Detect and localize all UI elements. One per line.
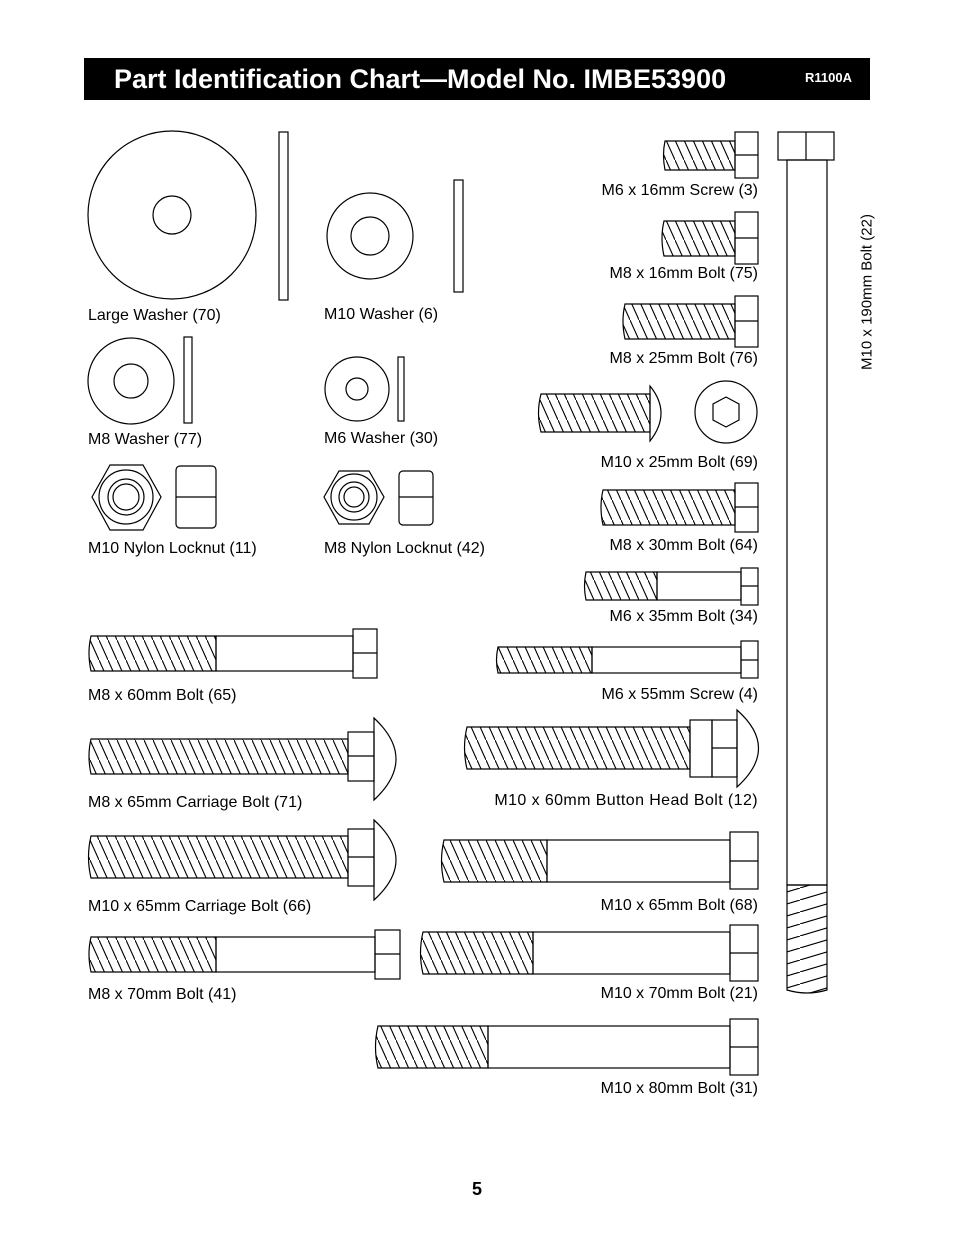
m8-locknut-drawing	[323, 470, 434, 526]
m6-16-screw-drawing	[662, 131, 759, 179]
m6-35-bolt-drawing	[583, 567, 759, 606]
large-washer-drawing	[87, 130, 289, 301]
m10-80-bolt-drawing	[374, 1018, 759, 1076]
m8-65-carriage-bolt-drawing	[88, 716, 397, 802]
m10-70-bolt-drawing	[419, 924, 759, 982]
m8-25-bolt-drawing	[622, 295, 759, 348]
label-m10-190-bolt: M10 x 190mm Bolt (22)	[858, 214, 876, 370]
label-m8-65-carriage-bolt: M8 x 65mm Carriage Bolt (71)	[88, 794, 303, 811]
label-m8-25-bolt: M8 x 25mm Bolt (76)	[609, 350, 758, 367]
label-m10-60-button-bolt: M10 x 60mm Button Head Bolt (12)	[494, 792, 758, 809]
m10-25-bolt-drawing	[537, 380, 758, 444]
m8-16-bolt-drawing	[661, 211, 759, 265]
m8-30-bolt-drawing	[600, 482, 759, 533]
label-m6-washer: M6 Washer (30)	[324, 430, 439, 447]
label-m8-30-bolt: M8 x 30mm Bolt (64)	[609, 537, 758, 554]
label-m8-60-bolt: M8 x 60mm Bolt (65)	[88, 687, 237, 704]
label-m10-65-carriage-bolt: M10 x 65mm Carriage Bolt (66)	[88, 898, 312, 915]
m6-55-screw-drawing	[495, 640, 759, 679]
m10-locknut-drawing	[91, 464, 217, 531]
title-banner: Part Identification Chart—Model No. IMBE…	[84, 58, 870, 100]
m10-60-button-bolt-drawing	[463, 708, 759, 789]
m6-washer-drawing	[324, 356, 405, 422]
m8-70-bolt-drawing	[88, 929, 401, 980]
label-m10-80-bolt: M10 x 80mm Bolt (31)	[600, 1080, 758, 1097]
m10-washer-drawing	[326, 179, 464, 293]
label-m8-washer: M8 Washer (77)	[88, 431, 203, 448]
label-m10-65-bolt: M10 x 65mm Bolt (68)	[600, 897, 758, 914]
label-m6-35-bolt: M6 x 35mm Bolt (34)	[609, 608, 758, 625]
label-m10-washer: M10 Washer (6)	[324, 306, 439, 323]
document-code: R1100A	[805, 70, 852, 85]
label-m8-locknut: M8 Nylon Locknut (42)	[324, 540, 485, 557]
m8-60-bolt-drawing	[88, 628, 378, 679]
label-m8-16-bolt: M8 x 16mm Bolt (75)	[609, 265, 758, 282]
label-m10-locknut: M10 Nylon Locknut (11)	[88, 540, 257, 557]
label-m10-70-bolt: M10 x 70mm Bolt (21)	[600, 985, 758, 1002]
label-m6-55-screw: M6 x 55mm Screw (4)	[601, 686, 758, 703]
m10-65-bolt-drawing	[440, 831, 759, 890]
m8-washer-drawing	[87, 336, 193, 425]
m10-190-bolt-drawing	[777, 131, 835, 994]
m10-65-carriage-bolt-drawing	[87, 818, 397, 902]
label-m8-70-bolt: M8 x 70mm Bolt (41)	[88, 986, 237, 1003]
page-title: Part Identification Chart—Model No. IMBE…	[114, 64, 727, 94]
page-number: 5	[471, 1179, 482, 1199]
label-large-washer: Large Washer (70)	[88, 307, 221, 324]
label-m10-25-bolt: M10 x 25mm Bolt (69)	[600, 454, 758, 471]
label-m6-16-screw: M6 x 16mm Screw (3)	[601, 182, 758, 199]
